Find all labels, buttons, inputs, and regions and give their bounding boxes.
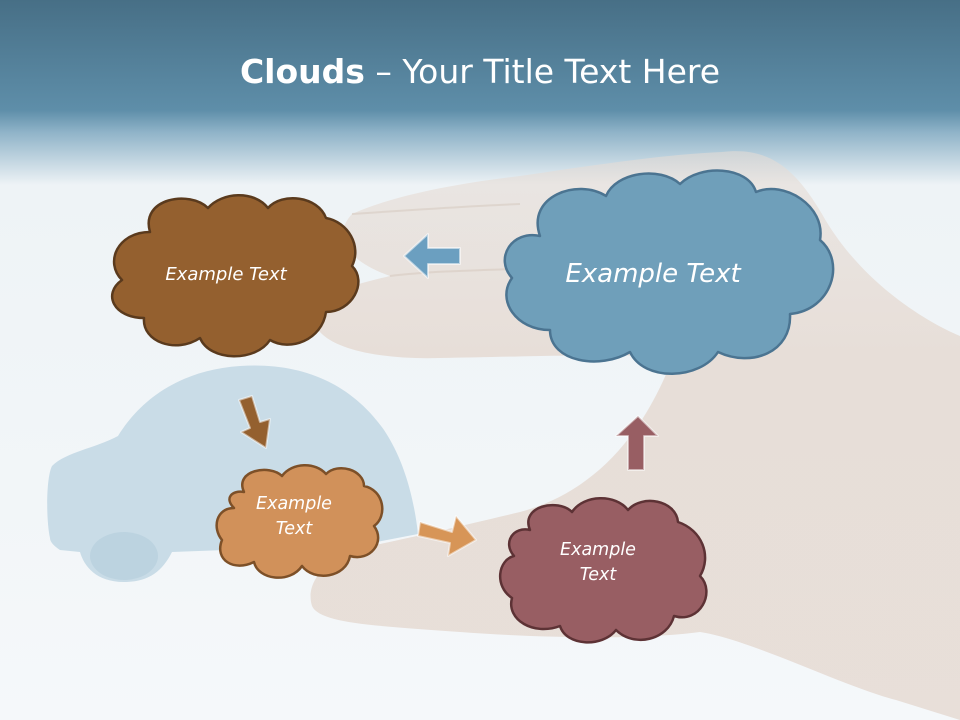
cloud-blue-text: Example Text (565, 259, 741, 289)
cloud-brown (111, 194, 360, 358)
arrow-right-icon (417, 515, 477, 557)
cloud-maroon-text: Example Text (560, 540, 636, 586)
arrow-down-icon (238, 395, 271, 449)
arrow-left-icon (403, 233, 461, 279)
title-dash: – (364, 52, 403, 91)
page-title: Clouds – Your Title Text Here (0, 52, 960, 91)
cloud-tan-text: Example Text (256, 494, 332, 540)
cloud-blue (503, 169, 835, 375)
title-bold: Clouds (239, 52, 365, 91)
cloud-maroon (498, 497, 708, 644)
arrow-up-icon (615, 415, 659, 471)
cloud-brown-text: Example Text (165, 264, 287, 285)
cloud-tan (215, 464, 384, 579)
title-rest: Your Title Text Here (402, 52, 721, 91)
